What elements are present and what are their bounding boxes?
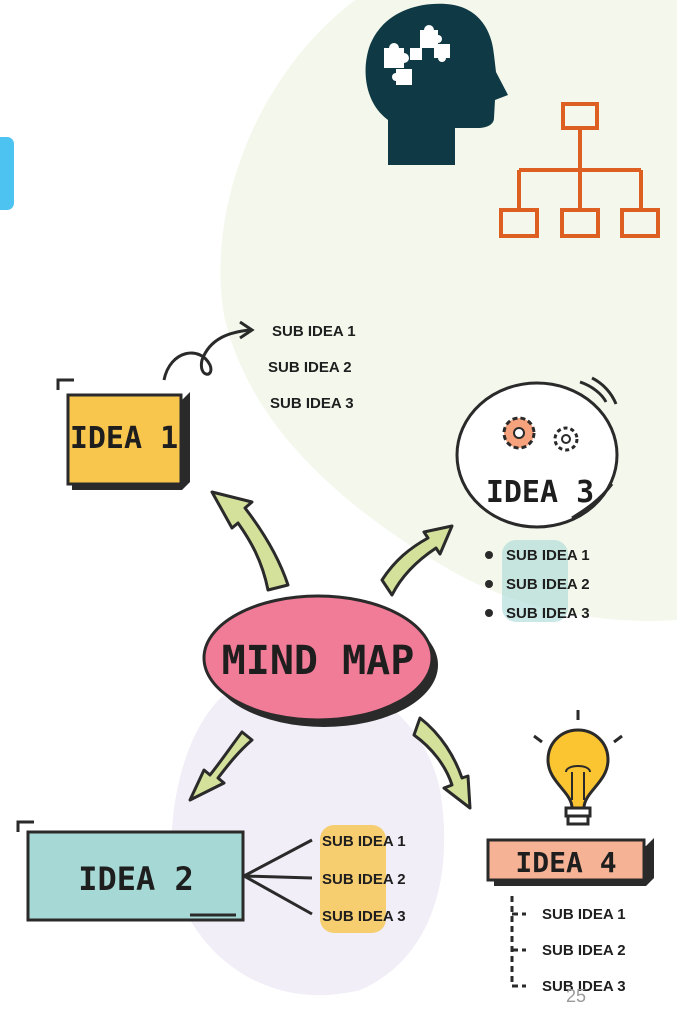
- org-chart-icon: [499, 102, 660, 238]
- idea3-sub2: SUB IDEA 2: [506, 576, 590, 593]
- gears-icon: [502, 416, 579, 452]
- idea2-sub-highlight: [320, 825, 386, 933]
- idea2-node: IDEA 2 SUB IDEA 1 SUB IDEA 2 SUB IDEA 3: [16, 820, 406, 933]
- idea4-label: IDEA 4: [515, 846, 616, 879]
- idea1-sub2: SUB IDEA 2: [268, 359, 352, 376]
- idea3-sub1: SUB IDEA 1: [506, 547, 590, 564]
- idea4-sub3: SUB IDEA 3: [542, 978, 626, 995]
- idea2-sub1: SUB IDEA 1: [322, 833, 406, 850]
- center-node: MIND MAP: [202, 594, 438, 727]
- idea1-node: IDEA 1 SUB IDEA 1 SUB IDEA 2 SUB IDEA 3: [56, 320, 356, 490]
- idea1-label: IDEA 1: [70, 421, 178, 456]
- arrow-to-idea2: [188, 730, 254, 802]
- idea3-node: IDEA 3 SUB IDEA 1 SUB IDEA 2 SUB IDEA 3: [455, 376, 619, 622]
- idea2-label: IDEA 2: [78, 860, 194, 898]
- head-puzzle-icon: [365, 3, 508, 165]
- idea1-sub1: SUB IDEA 1: [272, 323, 356, 340]
- idea4-node: IDEA 4 SUB IDEA 1 SUB IDEA 2 SUB IDEA 3: [486, 838, 654, 995]
- lightbulb-icon: [533, 710, 623, 826]
- idea2-sub2: SUB IDEA 2: [322, 871, 406, 888]
- page-number: 25: [566, 986, 587, 1006]
- idea3-sub3: SUB IDEA 3: [506, 605, 590, 622]
- idea3-label: IDEA 3: [486, 475, 594, 510]
- arrow-to-idea4: [412, 716, 472, 810]
- center-label: MIND MAP: [222, 638, 415, 684]
- connector-arrows: [188, 490, 472, 810]
- accent-tab: [0, 137, 14, 210]
- arrow-to-idea1: [210, 490, 290, 592]
- idea1-sub3: SUB IDEA 3: [270, 395, 354, 412]
- arrow-to-idea3: [380, 524, 454, 597]
- idea2-sub3: SUB IDEA 3: [322, 908, 406, 925]
- idea4-sub2: SUB IDEA 2: [542, 942, 626, 959]
- idea3-sub-highlight: [502, 540, 568, 622]
- idea4-sub1: SUB IDEA 1: [542, 906, 626, 923]
